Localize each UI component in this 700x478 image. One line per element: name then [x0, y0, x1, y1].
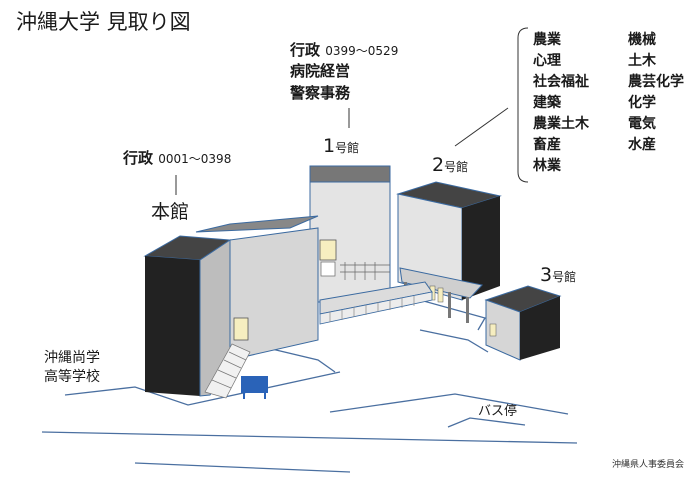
hall1-window	[319, 239, 337, 261]
bridge-side	[319, 291, 433, 325]
page-title: 沖縄大学 見取り図	[16, 10, 191, 34]
dept-item: 水産	[628, 137, 656, 153]
bus-stop-label: バス停	[478, 404, 518, 419]
hall2-canopy	[399, 267, 483, 299]
hall3-side-face	[520, 296, 560, 360]
honkan-rear-roof	[195, 215, 319, 233]
honkan-office: 行政	[123, 149, 154, 167]
hall1-building	[309, 165, 391, 303]
hall2-number: 2	[432, 154, 445, 176]
dept-item: 農業	[533, 32, 561, 48]
hall2-leader	[454, 107, 509, 147]
school-line-2: 高等学校	[44, 369, 100, 385]
path-hall3-front	[419, 329, 489, 353]
dept-item: 農芸化学	[628, 74, 684, 90]
dept-item: 農業土木	[533, 116, 589, 132]
dept-item: 機械	[628, 32, 656, 48]
school-line-1: 沖縄尚学	[44, 350, 100, 366]
hall2-building	[396, 181, 502, 323]
hall1-suffix: 号館	[335, 141, 360, 155]
hall2-departments-right: 機械 土木 農芸化学 化学 電気 水産	[628, 30, 684, 156]
dept-item: 社会福祉	[533, 74, 589, 90]
honkan-stairs	[204, 343, 251, 399]
road-line-bottom	[134, 462, 351, 473]
hall1-extra-1: 病院経営	[290, 62, 351, 80]
hall1-extra-2: 警察事務	[290, 84, 351, 102]
hall1-office: 行政	[290, 41, 321, 59]
bus-stop-curb	[447, 417, 526, 428]
honkan-dark-face	[145, 256, 200, 396]
hall2-suffix: 号館	[444, 160, 469, 174]
honkan-window	[233, 317, 249, 341]
hall1-stair	[320, 261, 390, 280]
leader-lines	[175, 27, 529, 195]
connecting-bridge	[319, 281, 433, 325]
hall2-bracket	[517, 27, 529, 183]
hall1-office-label: 行政 0399～0529	[290, 43, 398, 58]
dept-item: 化学	[628, 95, 656, 111]
hall1-code: 0399～0529	[325, 44, 399, 58]
honkan-code: 0001～0398	[158, 152, 232, 166]
hall2-side-face	[462, 196, 500, 300]
hall3-number: 3	[540, 264, 553, 286]
dept-item: 建築	[533, 95, 561, 111]
hall2-label: 2号館	[432, 156, 468, 175]
road-line-right	[329, 393, 569, 415]
dept-item: 土木	[628, 53, 656, 69]
dept-item: 林業	[533, 158, 561, 174]
hall1-roof	[309, 165, 391, 183]
dept-item: 電気	[628, 116, 656, 132]
hall1-label: 1号館	[323, 137, 359, 156]
hall3-suffix: 号館	[552, 270, 577, 284]
hall3-window	[489, 323, 497, 337]
hall3-building	[484, 285, 562, 361]
dept-item: 心理	[533, 53, 561, 69]
neighbor-school-label: 沖縄尚学 高等学校	[44, 349, 100, 387]
footer-credit: 沖縄県人事委員会	[612, 460, 685, 470]
hall2-departments-left: 農業 心理 社会福祉 建築 農業土木 畜産 林業	[533, 30, 589, 177]
honkan-name: 本館	[151, 201, 190, 223]
dept-item: 畜産	[533, 137, 561, 153]
honkan-office-label: 行政 0001～0398	[123, 151, 231, 166]
hall3-label: 3号館	[540, 266, 576, 285]
blue-sign	[241, 376, 268, 399]
honkan-building	[143, 215, 319, 399]
hall1-number: 1	[323, 135, 336, 157]
road-line-middle	[41, 431, 578, 444]
